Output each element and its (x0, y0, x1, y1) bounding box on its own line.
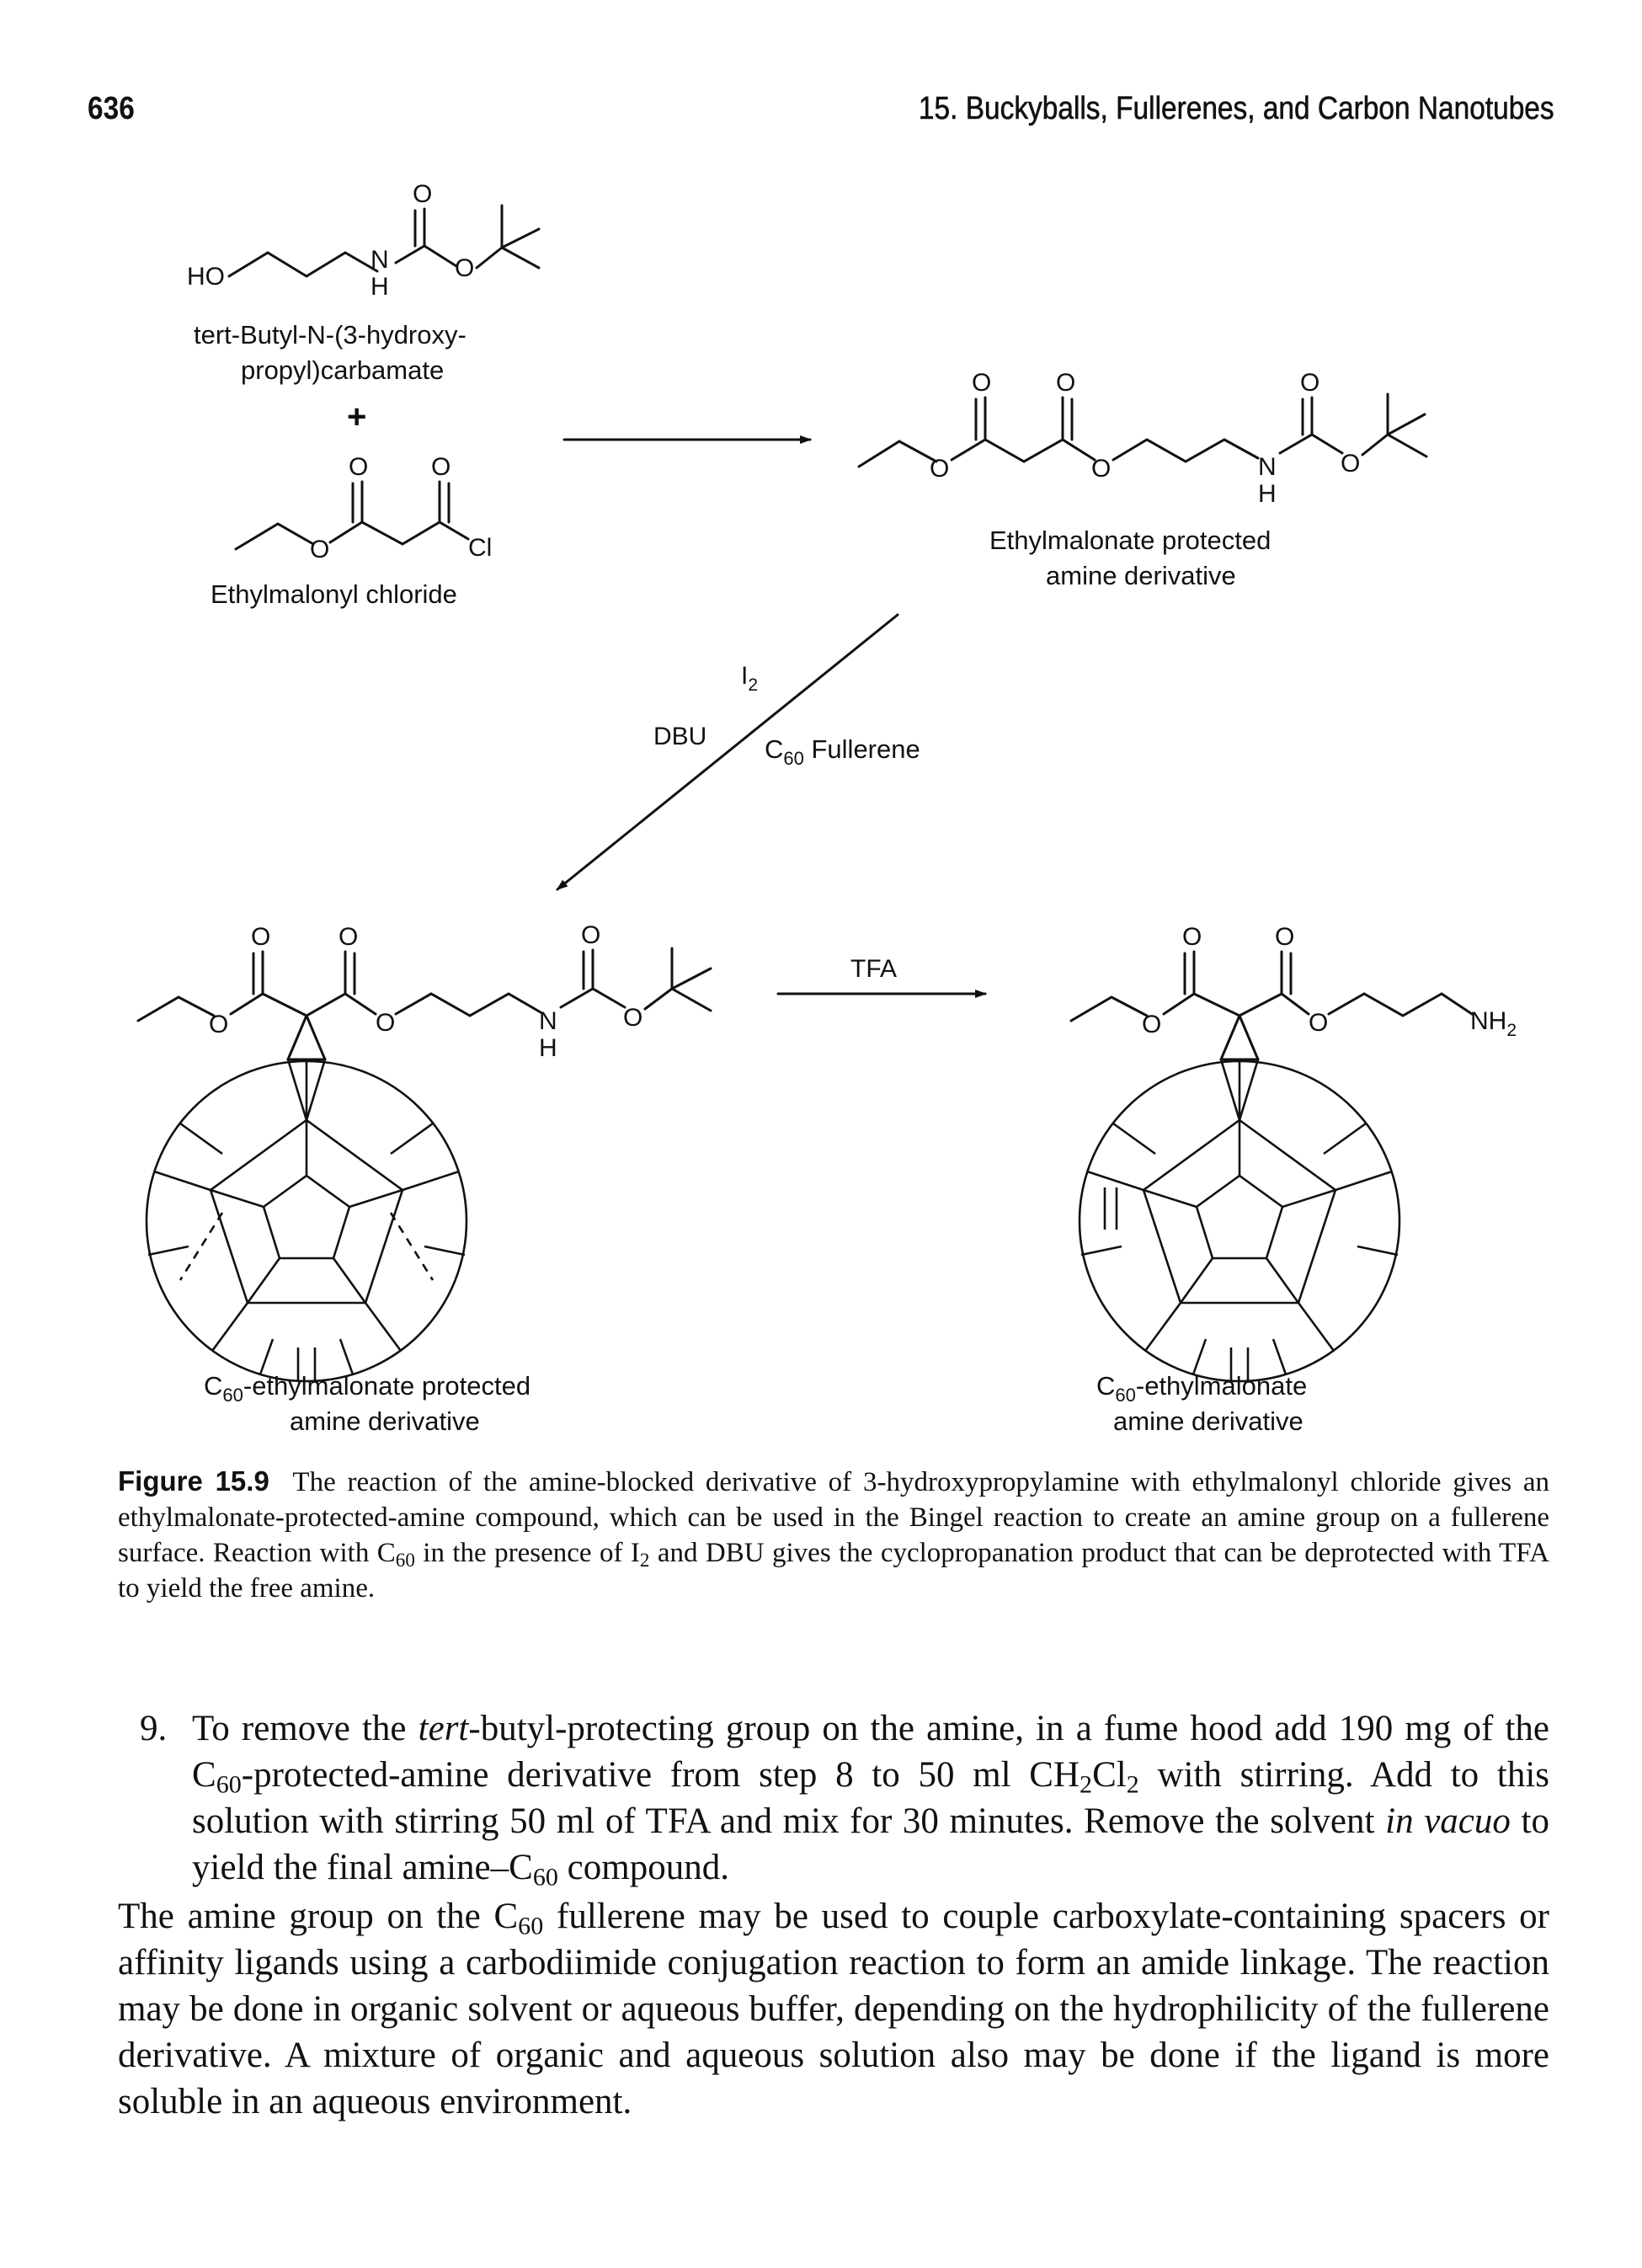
reaction-arrow-2 (556, 613, 899, 891)
reagent2-name: Ethylmalonyl chloride (211, 579, 457, 609)
atom-n: N (371, 246, 389, 274)
caption-text: The reaction of the amine-blocked deriva… (118, 1467, 1550, 1568)
body-text: To remove the (192, 1709, 418, 1748)
body-text: -butyl-protecting group on the amine, in… (192, 1709, 1549, 1795)
body-italic: tert (418, 1709, 469, 1748)
c60-fullerene-right (1078, 1059, 1401, 1383)
atom-o: O (1275, 923, 1294, 951)
body-italic: in vacuo (1385, 1801, 1511, 1841)
reagent1-name-line2: propyl)carbamate (241, 355, 444, 385)
body-sub: 60 (532, 1862, 558, 1892)
atom-o: O (581, 921, 600, 949)
product1-name-line1: Ethylmalonate protected (989, 526, 1271, 555)
step-9-paragraph: 9. To remove the tert-butyl-protecting gr… (118, 1705, 1549, 1891)
reagent1-structure: HO N H O O tert-Butyl-N-(3-hydroxy- prop… (187, 180, 541, 385)
atom-o: O (1091, 455, 1111, 483)
body-text: compound. (557, 1848, 729, 1887)
product1-structure: O O O O N H O O Ethylmalonate protected … (857, 369, 1428, 590)
atom-o: O (413, 180, 432, 208)
figure-label: Figure 15.9 (118, 1465, 269, 1497)
atom-n: N (539, 1007, 557, 1035)
step-number: 9. (140, 1709, 168, 1748)
atom-o: O (431, 453, 450, 481)
product3-name-line2: amine derivative (1113, 1406, 1303, 1436)
condition-tfa: TFA (850, 955, 897, 983)
reagent2-structure: O O O Cl Ethylmalonyl chloride (211, 453, 492, 609)
product3-structure: O O O O NH2 (1069, 923, 1517, 1061)
atom-o: O (339, 923, 358, 951)
body-sub: 60 (216, 1769, 242, 1799)
atom-o: O (930, 455, 949, 483)
product3-name-line1: C60-ethylmalonate (1096, 1371, 1307, 1406)
running-head: 15. Buckyballs, Fullerenes, and Carbon N… (919, 91, 1554, 127)
product2-name-line2: amine derivative (290, 1406, 480, 1436)
atom-o: O (310, 536, 329, 563)
body-text: The amine group on the C (118, 1897, 519, 1936)
atom-o: O (1142, 1011, 1161, 1038)
body-text: fullerene may be used to couple carboxyl… (118, 1897, 1549, 2121)
atom-o: O (972, 369, 991, 397)
condition-c60-fullerene: C60 Fullerene (765, 734, 920, 769)
caption-text: and DBU gives the cyclopropanation produ… (118, 1538, 1549, 1604)
caption-sub: 60 (395, 1548, 415, 1571)
body-text: with stirring. Add to this solution with… (192, 1755, 1550, 1841)
atom-ho: HO (187, 263, 225, 291)
product1-name-line2: amine derivative (1046, 561, 1236, 590)
body-text: to yield the final amine–C (192, 1801, 1549, 1887)
atom-h: H (1258, 480, 1277, 508)
body-text: -protected-amine derivative from step 8 … (241, 1755, 1080, 1795)
atom-h: H (371, 273, 389, 301)
atom-n: N (1258, 453, 1277, 481)
caption-text: in the presence of I (414, 1538, 640, 1568)
atom-h: H (539, 1034, 557, 1062)
atom-o: O (209, 1011, 228, 1038)
atom-o: O (455, 254, 474, 282)
atom-o: O (1341, 450, 1360, 478)
atom-o: O (1182, 923, 1202, 951)
page-number: 636 (88, 91, 135, 126)
reaction-scheme-figure: HO N H O O tert-Butyl-N-(3-hydroxy- prop… (136, 180, 1517, 1436)
body-paragraph: The amine group on the C60 fullerene may… (118, 1893, 1549, 2125)
atom-nh2: NH2 (1470, 1007, 1517, 1040)
atom-o: O (376, 1009, 395, 1037)
body-sub: 2 (1126, 1769, 1139, 1799)
caption-sub: 2 (639, 1548, 650, 1571)
condition-i2: I2 (741, 662, 758, 695)
atom-o: O (1309, 1009, 1328, 1037)
atom-o: O (623, 1004, 642, 1032)
product2-name-line1: C60-ethylmalonate protected (204, 1371, 530, 1406)
body-sub: 2 (1080, 1769, 1093, 1799)
atom-o: O (1300, 369, 1319, 397)
body-text: Cl (1092, 1755, 1127, 1795)
atom-cl: Cl (468, 534, 492, 562)
atom-o: O (349, 453, 368, 481)
condition-dbu: DBU (653, 723, 706, 750)
body-sub: 60 (518, 1911, 544, 1940)
plus-sign: + (347, 398, 366, 435)
reagent1-name-line1: tert-Butyl-N-(3-hydroxy- (194, 320, 466, 350)
atom-o: O (251, 923, 270, 951)
product2-structure: O O O O N H O O (136, 921, 712, 1062)
figure-caption: Figure 15.9 The reaction of the amine-bl… (118, 1464, 1549, 1606)
atom-o: O (1056, 369, 1075, 397)
c60-fullerene-left (145, 1059, 468, 1383)
